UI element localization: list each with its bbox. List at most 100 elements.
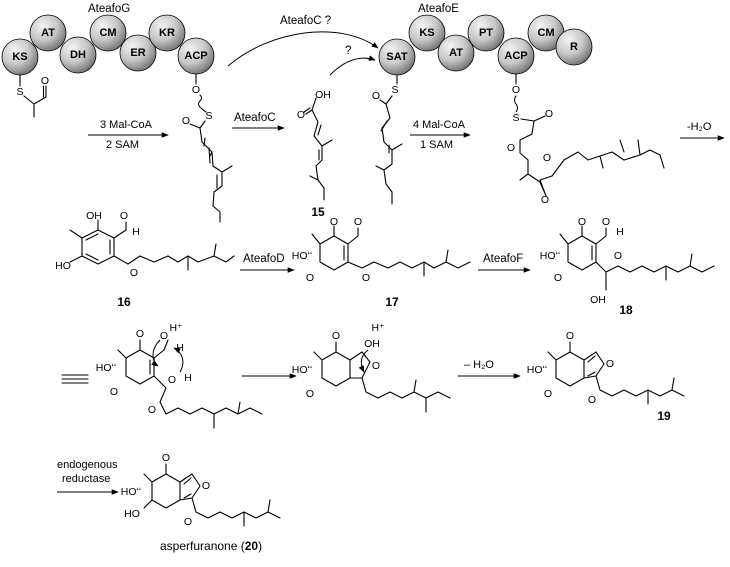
c16-keto-o: O [130, 267, 138, 279]
int-a-proton: H⁺ [169, 322, 183, 334]
c20-hydroxyl-2: HO [124, 508, 140, 520]
acetyl-thioester: S O [16, 74, 49, 118]
int-a-ring-o: O [168, 374, 176, 386]
domain-pt-label: PT [479, 27, 493, 39]
step8-bottom-label: reductase [62, 473, 110, 485]
int-b-oh: OH [364, 338, 380, 350]
domain-acp-1: ACP [177, 37, 215, 75]
c20-side-o: O [184, 516, 192, 528]
compound-20-number: 20 [245, 539, 259, 553]
step8-top-label: endogenous [57, 459, 118, 471]
domain-at-1-label: AT [41, 27, 55, 39]
c17-keto-o-1: O [330, 216, 338, 228]
c18-aldehyde-h: H [616, 226, 624, 238]
c18-keto-o-1: O [578, 216, 586, 228]
domain-er-label: ER [130, 47, 145, 59]
acyl-oxygen-atom: O [182, 115, 190, 127]
c17-aldehyde-o: O [354, 216, 362, 228]
domain-ks-2: KS [408, 14, 446, 52]
domain-cm-2: CM [527, 14, 565, 52]
int-b-ring-o: O [372, 360, 380, 372]
svg-text:asperfuranone (20): asperfuranone (20) [160, 539, 262, 553]
domain-at-1: AT [29, 14, 67, 52]
c20-hydroxyl-1: HOʻʻ [121, 486, 141, 498]
domain-r-label: R [570, 41, 578, 53]
c16-phenol-oh: OH [86, 210, 102, 222]
equivalence-sign [61, 374, 89, 384]
sat-load-arrow [329, 55, 376, 76]
c16-aldehyde-o: O [120, 210, 128, 222]
compound-15-structure: OH O [297, 89, 333, 201]
compound-16-number: 16 [117, 295, 131, 309]
c17-keto-o-2: O [306, 272, 314, 284]
compound-15-number: 15 [311, 205, 325, 219]
domain-sat-label: SAT [386, 51, 407, 63]
c19-keto-o: O [566, 330, 574, 342]
c16-aldehyde-h: H [132, 226, 140, 238]
c20-keto-o: O [162, 452, 170, 464]
domain-sat: SAT [378, 38, 416, 76]
step1-top-label: 3 Mal-CoA [100, 119, 153, 131]
domain-ks-1-label: KS [12, 51, 27, 63]
c20-furan-o: O [202, 480, 210, 492]
domain-at-2-label: AT [449, 47, 463, 59]
acp-bound-intermediate: O S O [182, 73, 233, 223]
int-a-keto-o-3: O [148, 404, 156, 416]
compound-20-label: asperfuranone (20) [160, 539, 262, 553]
domain-er: ER [119, 34, 157, 72]
compound-18-structure: O O H HOʻʻ O O OH [540, 216, 715, 306]
domain-acp-1-label: ACP [184, 50, 207, 62]
int-b-keto-o-2: O [306, 388, 314, 400]
acp2-bound-polyketide: O S O O O O [507, 73, 665, 206]
domain-ks-2-label: KS [419, 27, 434, 39]
keto-oxygen-2: O [543, 152, 551, 164]
acid-carbonyl-oxygen: O [297, 109, 305, 121]
c18-keto-o-3: O [614, 250, 622, 262]
c19-furan-o: O [606, 358, 614, 370]
c19-side-o: O [588, 394, 596, 406]
sat-question-label: ? [345, 45, 351, 57]
c18-keto-o-2: O [554, 272, 562, 284]
domain-r: R [555, 28, 593, 66]
step6-label: AteafoF [483, 253, 523, 265]
int-a-aldehyde-o: O [160, 330, 168, 342]
step5-label: AteafoD [243, 253, 285, 265]
domain-at-2: AT [437, 34, 475, 72]
c17-hydroxyl: HOʻʻ [292, 250, 312, 262]
domain-kr: KR [148, 14, 186, 52]
sat-carbonyl-oxygen: O [372, 90, 380, 102]
acp2-oxygen-atom: O [512, 84, 520, 96]
keto-oxygen-1: O [507, 142, 515, 154]
acp-sulfur-atom: S [205, 110, 212, 122]
transfer-question-label: AteafoC ? [280, 15, 331, 27]
step3-bottom-label: 1 SAM [420, 139, 453, 151]
oxygen-atom: O [41, 75, 49, 87]
c19-hydroxyl: HOʻʻ [527, 364, 547, 376]
domain-dh: DH [59, 36, 97, 74]
sulfur-atom: S [16, 86, 23, 98]
int-b-keto-o: O [332, 330, 340, 342]
asperfuranone-name: asperfuranone [160, 539, 238, 553]
int-b-proton: H⁺ [371, 322, 385, 334]
domain-acp-2-label: ACP [504, 50, 527, 62]
int-b-hydroxyl: HOʻʻ [292, 364, 312, 376]
acid-hydroxyl: OH [315, 89, 331, 101]
domain-cm-1: CM [89, 14, 127, 52]
c18-aldehyde-o: O [602, 216, 610, 228]
domain-dh-label: DH [70, 49, 86, 61]
compound-20-structure: O O HOʻʻ HO O [121, 452, 281, 528]
compound-18-number: 18 [619, 303, 633, 317]
keto-oxygen-3: O [541, 194, 549, 206]
domain-cm-1-label: CM [99, 27, 116, 39]
int-a-h: H [184, 372, 192, 384]
c18-oh: OH [590, 294, 606, 306]
compound-19-structure: O O HOʻʻ O O [527, 330, 685, 406]
intermediate-b-structure: O OH H⁺ HOʻʻ O O [292, 322, 451, 413]
pks-module-ateafoe: AteafoE SAT KS AT PT ACP CM R [378, 3, 593, 76]
int-a-keto-o-2: O [110, 386, 118, 398]
domain-kr-label: KR [159, 27, 175, 39]
step1-bottom-label: 2 SAM [106, 139, 139, 151]
domain-pt: PT [467, 14, 505, 52]
thioester-oxygen: O [545, 108, 553, 120]
